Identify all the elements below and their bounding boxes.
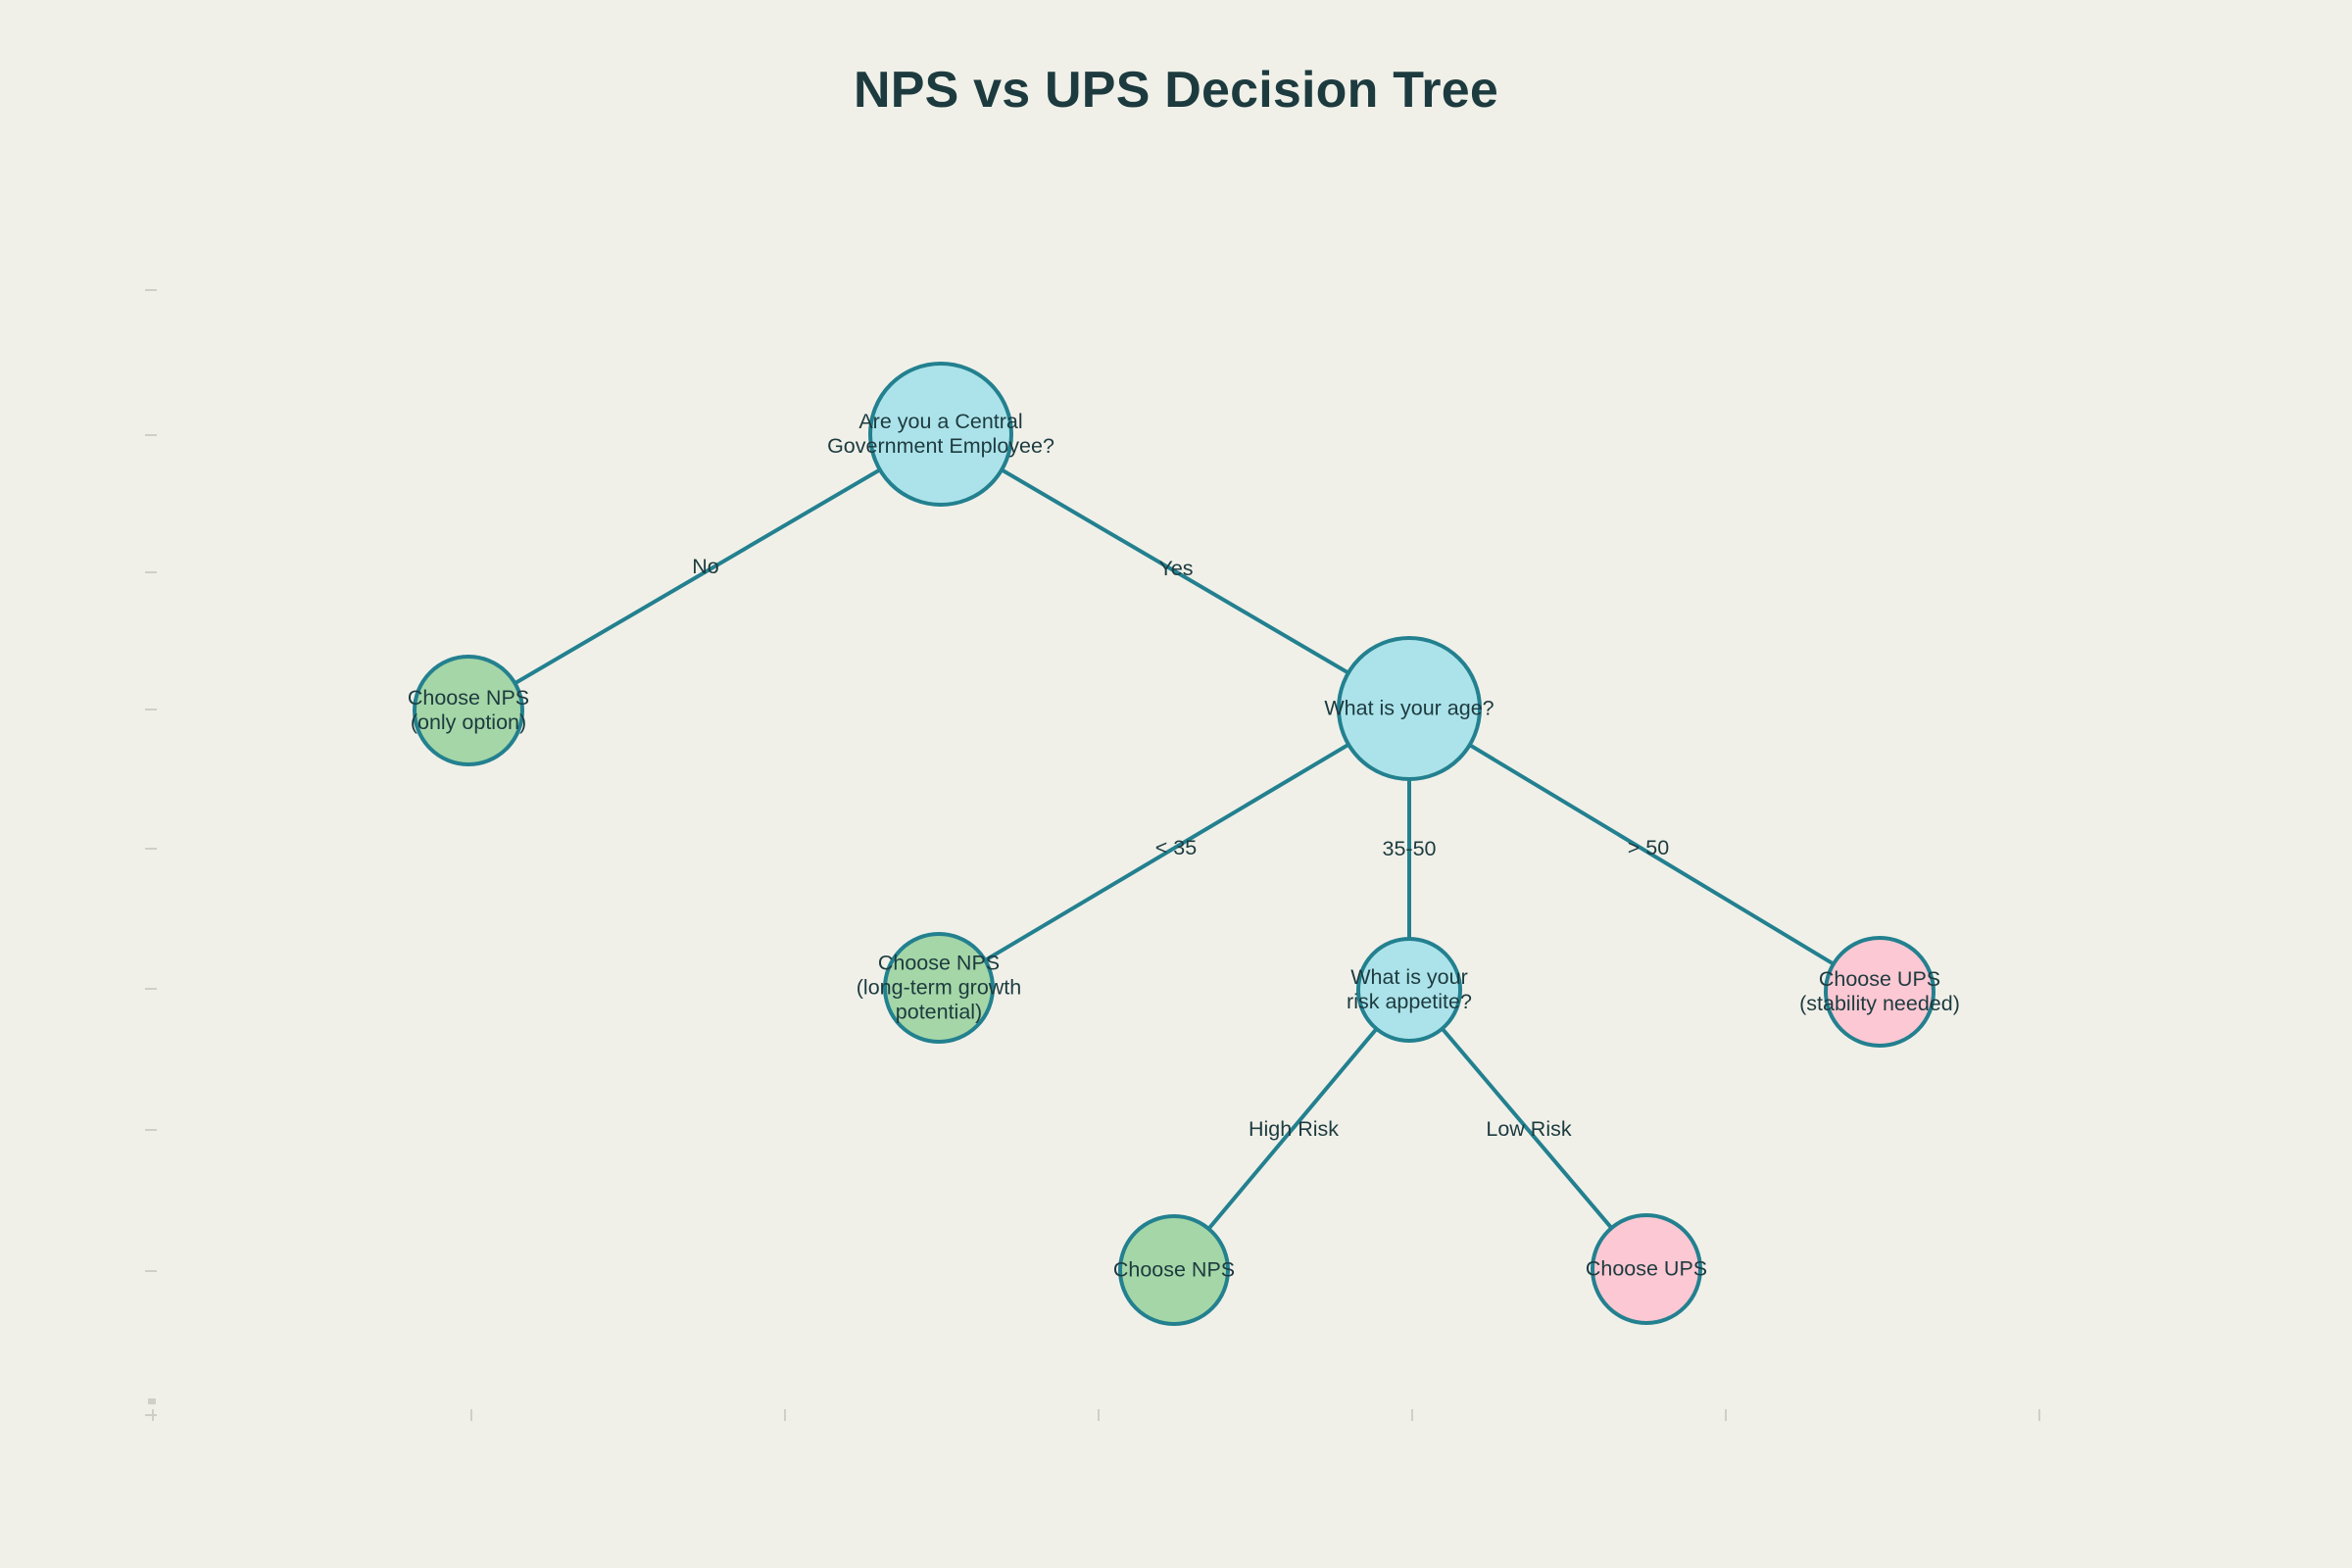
axis-tick-y — [145, 571, 157, 573]
node-ups_stability[interactable] — [1824, 936, 1936, 1048]
node-risk[interactable] — [1356, 937, 1462, 1043]
edge-label-age-to-nps_growth: < 35 — [1154, 836, 1198, 859]
axis-tick-y — [145, 289, 157, 291]
axis-tick-x — [2038, 1409, 2040, 1421]
edge-label-age-to-ups_stability: > 50 — [1627, 836, 1670, 859]
node-nps_growth[interactable] — [883, 932, 995, 1044]
axis-corner-stub — [148, 1398, 156, 1404]
edges-layer — [466, 432, 1883, 1273]
axis-tick-x — [152, 1409, 154, 1421]
node-root[interactable] — [868, 362, 1013, 507]
edge-label-root-to-nps_only: No — [692, 555, 719, 578]
node-ups_low_risk[interactable] — [1591, 1213, 1702, 1325]
edge-age-to-nps_growth — [936, 707, 1411, 990]
axis-tick-y — [145, 1414, 157, 1416]
axis-tick-y — [145, 1129, 157, 1131]
axis-tick-y — [145, 848, 157, 850]
edge-label-risk-to-nps_high_risk: High Risk — [1249, 1117, 1339, 1141]
page-title: NPS vs UPS Decision Tree — [854, 62, 1498, 119]
edge-label-root-to-age: Yes — [1158, 557, 1194, 580]
axis-tick-x — [1098, 1409, 1100, 1421]
node-nps_high_risk[interactable] — [1118, 1214, 1230, 1326]
edge-root-to-age — [939, 432, 1412, 710]
axis-tick-x — [1411, 1409, 1413, 1421]
nodes-layer — [413, 362, 1936, 1326]
edge-root-to-nps_only — [466, 432, 943, 712]
node-nps_only[interactable] — [413, 655, 524, 766]
edge-risk-to-ups_low_risk — [1407, 988, 1649, 1272]
axis-tick-y — [145, 434, 157, 436]
axis-tick-y — [145, 1270, 157, 1272]
axis-tick-y — [145, 988, 157, 990]
node-age[interactable] — [1337, 636, 1482, 781]
edge-age-to-ups_stability — [1407, 707, 1883, 994]
axis-tick-x — [784, 1409, 786, 1421]
axis-tick-y — [145, 709, 157, 710]
edge-risk-to-nps_high_risk — [1171, 988, 1411, 1273]
edge-label-age-to-risk: 35-50 — [1382, 837, 1437, 860]
axis-tick-x — [1725, 1409, 1727, 1421]
edge-label-risk-to-ups_low_risk: Low Risk — [1486, 1117, 1572, 1141]
axis-tick-x — [470, 1409, 472, 1421]
